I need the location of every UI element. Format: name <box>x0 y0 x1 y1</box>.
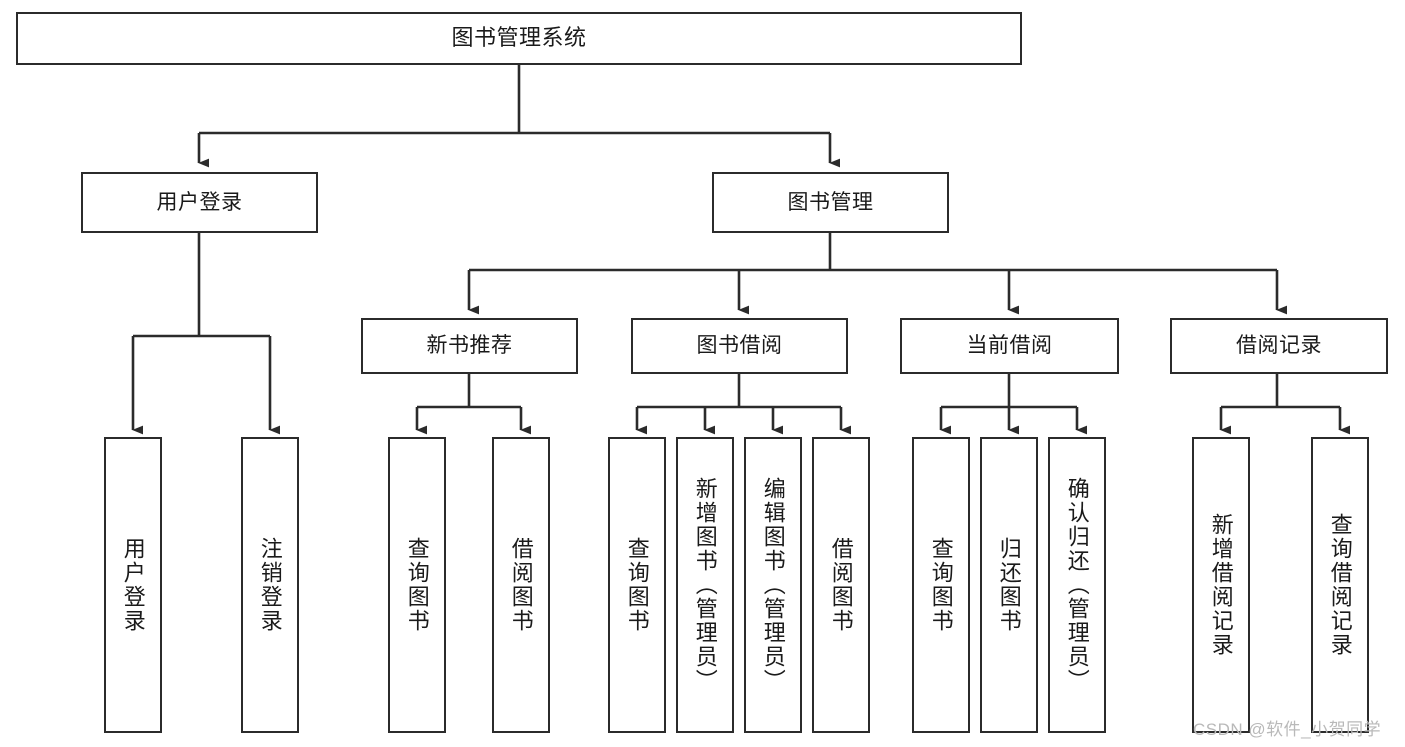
node-borrow-record[interactable]: 借阅记录 <box>1170 318 1388 374</box>
node-book-borrow[interactable]: 图书借阅 <box>631 318 848 374</box>
node-book-management[interactable]: 图书管理 <box>712 172 949 233</box>
node-label: 用户登录 <box>156 190 243 214</box>
node-root-book-management-system[interactable]: 图书管理系统 <box>16 12 1022 65</box>
leaf-user-login[interactable]: 用户登录 <box>104 437 162 733</box>
node-label: 新书推荐 <box>426 334 513 358</box>
node-label: 新增图书（管理员） <box>692 477 718 693</box>
node-label: 查询借阅记录 <box>1327 513 1353 657</box>
leaf-query-borrow-record[interactable]: 查询借阅记录 <box>1311 437 1369 733</box>
node-label: 注销登录 <box>257 537 283 633</box>
node-label: 图书管理 <box>787 190 874 214</box>
node-label: 查询图书 <box>624 537 650 633</box>
leaf-query-book-3[interactable]: 查询图书 <box>912 437 970 733</box>
node-current-borrow[interactable]: 当前借阅 <box>900 318 1119 374</box>
node-label: 确认归还（管理员） <box>1064 477 1090 693</box>
node-label: 用户登录 <box>120 537 146 633</box>
node-label: 借阅记录 <box>1236 334 1322 358</box>
leaf-return-book[interactable]: 归还图书 <box>980 437 1038 733</box>
node-label: 图书借阅 <box>696 334 783 358</box>
leaf-query-book-1[interactable]: 查询图书 <box>388 437 446 733</box>
leaf-add-book-admin[interactable]: 新增图书（管理员） <box>676 437 734 733</box>
leaf-logout-login[interactable]: 注销登录 <box>241 437 299 733</box>
node-label: 借阅图书 <box>828 537 854 633</box>
leaf-confirm-return-admin[interactable]: 确认归还（管理员） <box>1048 437 1106 733</box>
node-label: 借阅图书 <box>508 537 534 633</box>
leaf-borrow-book-1[interactable]: 借阅图书 <box>492 437 550 733</box>
node-label: 新增借阅记录 <box>1208 513 1234 657</box>
leaf-borrow-book-2[interactable]: 借阅图书 <box>812 437 870 733</box>
watermark-text: CSDN @软件_小贺同学 <box>1193 720 1382 739</box>
leaf-add-borrow-record[interactable]: 新增借阅记录 <box>1192 437 1250 733</box>
node-new-book-recommend[interactable]: 新书推荐 <box>361 318 578 374</box>
leaf-query-book-2[interactable]: 查询图书 <box>608 437 666 733</box>
node-label: 查询图书 <box>928 537 954 633</box>
csdn-watermark: CSDN @软件_小贺同学 <box>1193 715 1381 740</box>
node-label: 查询图书 <box>404 537 430 633</box>
node-label: 当前借阅 <box>966 334 1053 358</box>
leaf-edit-book-admin[interactable]: 编辑图书（管理员） <box>744 437 802 733</box>
node-user-login[interactable]: 用户登录 <box>81 172 318 233</box>
node-label: 归还图书 <box>996 537 1022 633</box>
node-label: 图书管理系统 <box>451 25 587 51</box>
node-label: 编辑图书（管理员） <box>760 477 786 693</box>
